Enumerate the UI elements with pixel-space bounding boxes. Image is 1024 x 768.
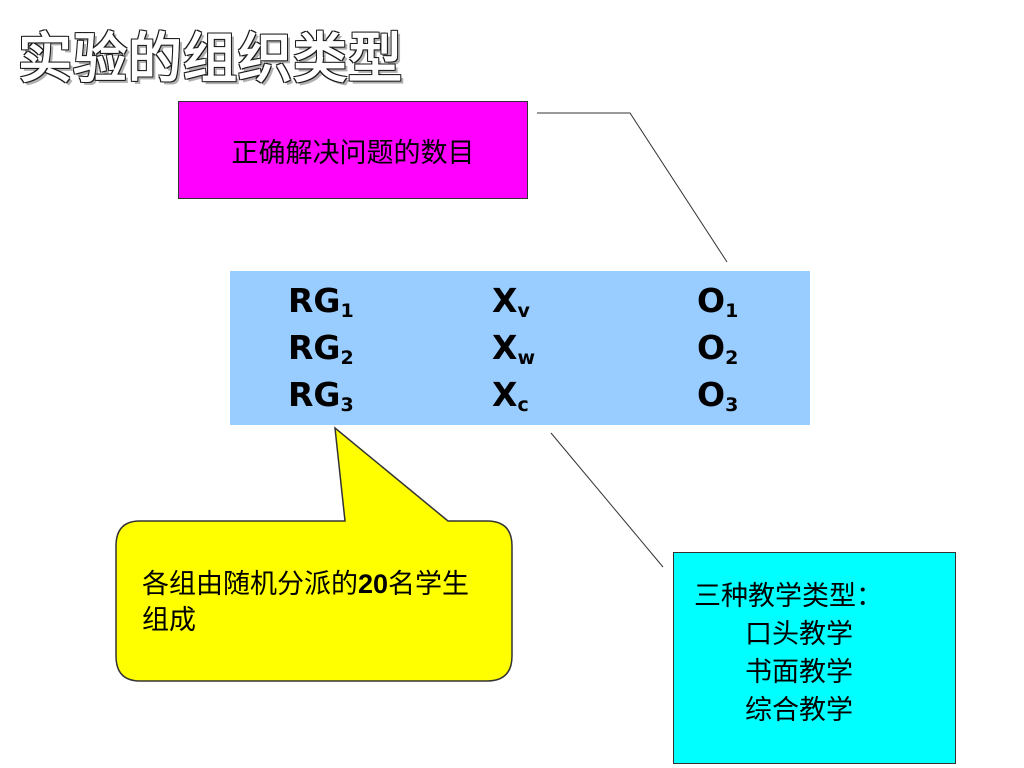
callout-bubble	[115, 426, 513, 682]
treatment-item-oral: 口头教学	[745, 619, 853, 650]
design-cell-group-3: RG3	[288, 375, 354, 417]
design-cell-group-2: RG2	[288, 328, 354, 370]
design-cell-treatment-2: Xw	[492, 328, 536, 370]
design-cell-observation-3: O3	[697, 375, 739, 417]
treatment-item-written: 书面教学	[745, 657, 853, 688]
design-cell-treatment-3: Xc	[492, 375, 529, 417]
connector-line-bottom	[550, 432, 664, 568]
design-table: RG1 Xv O1 RG2 Xw O2 RG3 Xc O3	[230, 271, 810, 425]
dependent-variable-box: 正确解决问题的数目	[178, 101, 528, 199]
design-cell-treatment-1: Xv	[492, 281, 530, 323]
groups-callout-number: 20	[358, 569, 389, 599]
design-cell-observation-2: O2	[697, 328, 739, 370]
dependent-variable-label: 正确解决问题的数目	[231, 137, 475, 169]
connector-line-top	[537, 112, 728, 263]
groups-callout-text: 各组由随机分派的20名学生组成	[142, 569, 470, 636]
treatment-item-combined: 综合教学	[745, 695, 853, 726]
design-cell-observation-1: O1	[697, 281, 739, 323]
design-cell-group-1: RG1	[288, 281, 354, 323]
treatments-box: 三种教学类型： 口头教学 书面教学 综合教学	[673, 552, 956, 764]
slide-title: 实验的组织类型	[18, 26, 403, 90]
treatments-heading: 三种教学类型：	[694, 581, 883, 612]
